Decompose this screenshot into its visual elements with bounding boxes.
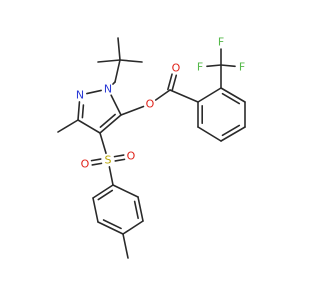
bond-a31-a32 <box>137 196 144 222</box>
bond-a19-a14 <box>197 87 222 103</box>
bond-a16-a17-inner <box>221 124 241 137</box>
atom-label-f-a23: F <box>218 36 224 49</box>
bond-a5-a6 <box>86 89 102 95</box>
bond-a24-a26-a <box>114 158 126 162</box>
atom-label-f-a22: F <box>239 61 245 74</box>
bond-a32-a27 <box>112 184 139 198</box>
bond-a4-a5 <box>112 81 116 85</box>
bond-a10-a5 <box>110 94 122 116</box>
bond-a7-a9 <box>77 119 101 134</box>
bond-a28-a29 <box>92 197 99 223</box>
bond-a6-a7-inner <box>81 104 85 119</box>
atom-label-n-a5: N <box>104 83 112 96</box>
atom-label-o-a25: O <box>81 158 90 171</box>
bond-a18-a19 <box>220 87 246 103</box>
bond-a9-a10-inner <box>99 113 116 128</box>
bond-a20-a22 <box>220 64 236 68</box>
bond-a30-a33 <box>122 233 129 259</box>
atom-label-o-a11: O <box>146 98 155 111</box>
bond-a27-a28-inner <box>97 189 114 201</box>
bond-a12-a13-a <box>171 74 178 92</box>
bond-a20-a21 <box>206 64 222 68</box>
atom-label-o-a13: O <box>172 62 181 75</box>
bond-a0-a1 <box>117 37 121 61</box>
bonds-layer <box>57 37 246 259</box>
bond-a1-a3 <box>119 59 143 63</box>
atom-label-s-a24: S <box>105 154 112 167</box>
bond-a12-a14 <box>169 89 199 103</box>
bond-a27-a28 <box>92 184 114 199</box>
bond-a9-a24 <box>99 132 107 155</box>
bond-a12-a13-b <box>167 73 173 91</box>
bond-a9-a10 <box>99 114 122 134</box>
molecule-diagram: N N O O F F F S O O <box>57 36 246 259</box>
bond-a7-a8 <box>57 119 79 133</box>
bond-a24-a25-a <box>90 158 102 162</box>
bond-a18-a19-inner <box>221 92 241 105</box>
bond-a29-a30-inner <box>102 219 122 230</box>
bond-a30-a31 <box>122 220 144 235</box>
atom-labels-layer: N N O O F F F S O O <box>76 36 245 171</box>
bond-a15-a16 <box>197 126 222 142</box>
bond-a24-a27 <box>108 166 114 186</box>
bond-a1-a2 <box>97 59 121 63</box>
bond-a31-a32-inner <box>133 200 139 220</box>
bond-a1-a4 <box>114 59 121 83</box>
atom-label-f-a21: F <box>197 61 203 74</box>
bond-a29-a30 <box>97 221 124 235</box>
bond-a24-a25-b <box>91 162 103 166</box>
bond-a16-a17 <box>220 126 246 142</box>
bond-a10-a11 <box>120 105 145 116</box>
bond-a6-a7 <box>77 101 81 121</box>
atom-label-n-a6: N <box>76 89 84 102</box>
bond-a11-a12 <box>154 89 171 101</box>
bond-a24-a26-b <box>113 154 125 158</box>
atom-label-o-a26: O <box>127 150 136 163</box>
